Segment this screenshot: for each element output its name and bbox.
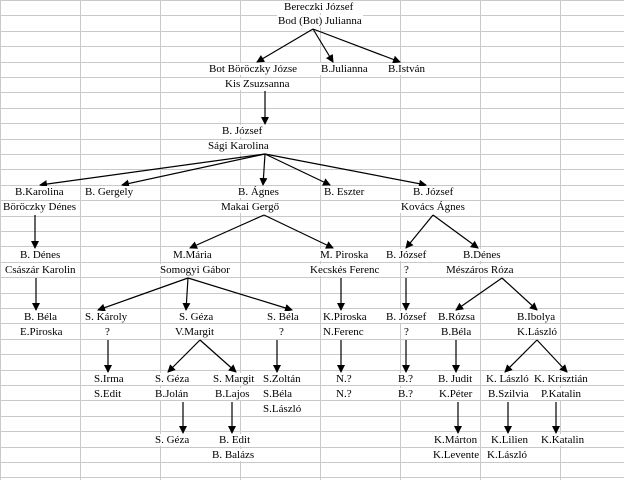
person-k-krisztian[interactable]: K. Krisztián xyxy=(533,373,589,385)
connector-arrow xyxy=(501,277,538,311)
person-s-laszlo[interactable]: S.László xyxy=(262,403,303,415)
person-s-edit[interactable]: S.Edit xyxy=(93,388,123,400)
person-k-levente[interactable]: K.Levente xyxy=(432,449,481,461)
spouse-bod-julianna[interactable]: Bod (Bot) Julianna xyxy=(277,15,363,27)
person-s-margit[interactable]: S. Margit xyxy=(212,373,256,385)
person-b-edit[interactable]: B. Edit xyxy=(218,434,252,446)
spouse-somogyi-gabor[interactable]: Somogyi Gábor xyxy=(159,264,231,276)
person-m-piroska[interactable]: M. Piroska xyxy=(319,249,370,261)
person-b-denes[interactable]: B. Dénes xyxy=(19,249,62,261)
person-b-balazs[interactable]: B. Balázs xyxy=(211,449,256,461)
spouse-k-laszlo[interactable]: K.László xyxy=(516,326,559,338)
connector-arrow xyxy=(39,153,266,189)
person-b-jozsef-g4[interactable]: B. József xyxy=(385,249,428,261)
spouse-b-jolan[interactable]: B.Jolán xyxy=(154,388,190,400)
person-k-lilien[interactable]: K.Lilien xyxy=(490,434,529,446)
person-b-gergely[interactable]: B. Gergely xyxy=(84,186,135,198)
connector-arrow xyxy=(182,277,191,311)
spouse-k-peter[interactable]: K.Péter xyxy=(438,388,474,400)
person-k-piroska[interactable]: K.Piroska xyxy=(322,311,368,323)
spouse-p-katalin[interactable]: P.Katalin xyxy=(540,388,583,400)
spouse-unknown-g5[interactable]: ? xyxy=(403,326,410,338)
person-b-istvan[interactable]: B.István xyxy=(387,63,426,75)
spouse-b-szilvia[interactable]: B.Szilvia xyxy=(487,388,530,400)
person-s-irma[interactable]: S.Irma xyxy=(93,373,125,385)
connector-arrow xyxy=(189,214,265,249)
person-b-jozsef-g5[interactable]: B. József xyxy=(385,311,428,323)
connector-arrow xyxy=(312,28,401,64)
connector-arrow xyxy=(97,277,189,312)
spouse-b-bela[interactable]: B.Béla xyxy=(440,326,473,338)
connector-arrow xyxy=(536,339,568,373)
person-s-bela-g6[interactable]: S.Béla xyxy=(262,388,294,400)
person-k-laszlo[interactable]: K. László xyxy=(485,373,530,385)
spouse-v-margit[interactable]: V.Margit xyxy=(174,326,216,338)
person-b-jozsef[interactable]: B. József xyxy=(221,125,264,137)
person-b-unknown-2[interactable]: B.? xyxy=(397,388,414,400)
person-b-unknown-1[interactable]: B.? xyxy=(397,373,414,385)
spouse-csaszar-karolin[interactable]: Császár Karolin xyxy=(4,264,77,276)
connector-arrow xyxy=(259,153,268,186)
spouse-makai-gergo[interactable]: Makai Gergő xyxy=(220,201,281,213)
connector-arrow xyxy=(121,153,266,188)
spouse-e-piroska[interactable]: E.Piroska xyxy=(19,326,64,338)
connector-arrow xyxy=(312,28,334,63)
spouse-b-lajos[interactable]: B.Lajos xyxy=(214,388,251,400)
connector-arrow xyxy=(199,339,237,373)
person-b-agnes[interactable]: B. Ágnes xyxy=(237,186,280,198)
spouse-kis-zsuzsanna[interactable]: Kis Zsuzsanna xyxy=(224,78,291,90)
person-s-zoltan[interactable]: S.Zoltán xyxy=(262,373,302,385)
spouse-unknown-s-bela[interactable]: ? xyxy=(278,326,285,338)
person-n-unknown-2[interactable]: N.? xyxy=(335,388,353,400)
spouse-boroczky-denes[interactable]: Böröczky Dénes xyxy=(2,201,78,213)
person-b-rozsa[interactable]: B.Rózsa xyxy=(437,311,476,323)
connector-arrow xyxy=(455,277,503,311)
person-s-geza-g6[interactable]: S. Géza xyxy=(154,373,191,385)
spouse-kecskes-ferenc[interactable]: Kecskés Ferenc xyxy=(309,264,381,276)
spouse-kovacs-agnes[interactable]: Kovács Ágnes xyxy=(400,201,466,213)
connector-arrow xyxy=(264,153,427,188)
connector-arrow xyxy=(504,339,538,373)
person-k-laszlo-g7[interactable]: K.László xyxy=(486,449,529,461)
spouse-sagi-karolina[interactable]: Sági Karolina xyxy=(207,140,270,152)
person-k-katalin[interactable]: K.Katalin xyxy=(540,434,586,446)
person-b-julianna[interactable]: B.Julianna xyxy=(320,63,369,75)
person-b-karolina[interactable]: B.Karolina xyxy=(14,186,65,198)
person-s-geza[interactable]: S. Géza xyxy=(178,311,215,323)
person-b-jozsef-g3[interactable]: B. József xyxy=(412,186,455,198)
person-s-karoly[interactable]: S. Károly xyxy=(84,311,129,323)
spouse-meszaros-roza[interactable]: Mészáros Róza xyxy=(445,264,515,276)
person-k-marton[interactable]: K.Márton xyxy=(433,434,479,446)
connector-arrow xyxy=(405,214,434,249)
person-s-bela[interactable]: S. Béla xyxy=(266,311,300,323)
connector-arrow xyxy=(432,214,479,249)
person-b-ibolya[interactable]: B.Ibolya xyxy=(516,311,557,323)
person-bereczki-jozsef[interactable]: Bereczki József xyxy=(283,1,355,13)
person-m-maria[interactable]: M.Mária xyxy=(172,249,213,261)
person-b-bela[interactable]: B. Béla xyxy=(23,311,58,323)
connector-arrow xyxy=(167,339,201,373)
person-bot-boroczky-jozsef[interactable]: Bot Böröczky Józse xyxy=(208,63,298,75)
person-n-unknown-1[interactable]: N.? xyxy=(335,373,353,385)
person-b-denes-g4[interactable]: B.Dénes xyxy=(462,249,502,261)
person-b-eszter[interactable]: B. Eszter xyxy=(323,186,366,198)
connector-arrow xyxy=(264,153,331,186)
connector-arrow xyxy=(263,214,334,249)
spouse-unknown-g4[interactable]: ? xyxy=(403,264,410,276)
connector-arrow xyxy=(256,28,314,63)
spouse-unknown-s-karoly[interactable]: ? xyxy=(104,326,111,338)
spouse-n-ferenc[interactable]: N.Ferenc xyxy=(322,326,365,338)
person-s-geza-g7[interactable]: S. Géza xyxy=(154,434,191,446)
person-b-judit[interactable]: B. Judit xyxy=(437,373,474,385)
connector-arrow xyxy=(187,277,293,312)
